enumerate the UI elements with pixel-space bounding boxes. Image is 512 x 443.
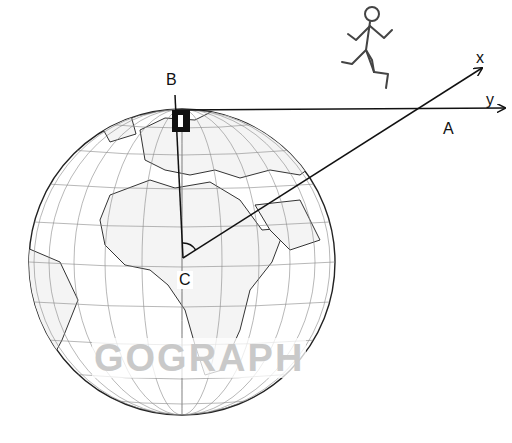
- tower-marker: [172, 110, 190, 132]
- watermark: GOGRAPH: [92, 338, 306, 378]
- runner-figure: [342, 7, 392, 88]
- globe-outline: [29, 109, 335, 415]
- greenland: [98, 112, 136, 142]
- graticule: [29, 109, 335, 415]
- tower-window: [178, 115, 183, 127]
- angle-arc: [182, 243, 195, 250]
- point-label: C: [177, 271, 193, 289]
- point-label: B: [166, 72, 177, 88]
- arabia: [255, 200, 320, 250]
- axis-label: x: [476, 50, 484, 66]
- x-axis-line: [183, 68, 482, 258]
- point-label: A: [443, 121, 454, 137]
- y-axis-line: [175, 108, 505, 110]
- axis-label: y: [486, 92, 494, 108]
